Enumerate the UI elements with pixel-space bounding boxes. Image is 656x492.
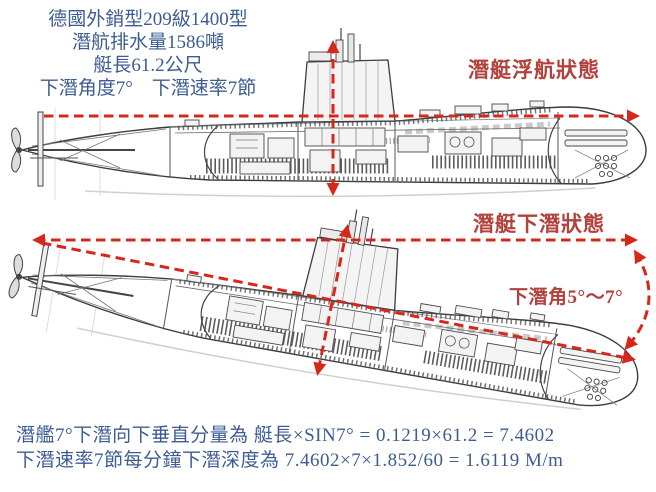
formula-vertical-component: 潛艦7°下潛向下垂直分量為 艇長×SIN7° = 0.1219×61.2 = 7… bbox=[16, 425, 555, 446]
diving-annotations bbox=[32, 224, 651, 376]
dive-angle-arc bbox=[624, 249, 651, 350]
sail-normal-arrow bbox=[313, 224, 352, 376]
dive-angle-label: 下潛角5°～7° bbox=[509, 287, 624, 308]
diving-state-label: 潛艇下潛狀態 bbox=[473, 212, 605, 236]
calculation-text-block: 潛艦7°下潛向下垂直分量為 艇長×SIN7° = 0.1219×61.2 = 7… bbox=[16, 423, 563, 473]
spec-line-length: 艇長61.2公尺 bbox=[93, 55, 203, 76]
spec-line-dive-rate: 下潛角度7° 下潛速率7節 bbox=[39, 78, 257, 99]
spec-line-model: 德國外銷型209級1400型 bbox=[48, 9, 248, 30]
formula-dive-depth-rate: 下潛速率7節每分鐘下潛深度為 7.4602×7×1.852/60 = 1.611… bbox=[16, 450, 564, 471]
surfaced-annotations bbox=[44, 40, 640, 196]
spec-line-displacement: 潛航排水量1586噸 bbox=[71, 32, 224, 53]
surfaced-state-label: 潛艇浮航狀態 bbox=[468, 58, 600, 82]
spec-text-block: 德國外銷型209級1400型 潛航排水量1586噸 艇長61.2公尺 下潛角度7… bbox=[6, 8, 290, 100]
